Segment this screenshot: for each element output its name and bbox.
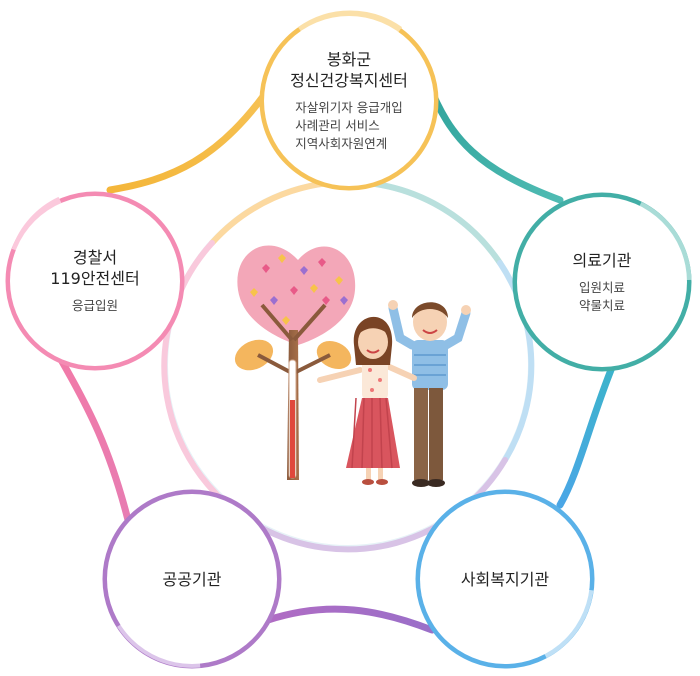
heart-tree-illustration	[234, 245, 356, 480]
node-medical-institution: 의료기관 입원치료 약물치료	[517, 197, 687, 367]
node-police-119: 경찰서 119안전센터 응급입원	[10, 196, 180, 366]
node-description: 입원치료 약물치료	[578, 279, 625, 313]
connector-bottom	[264, 605, 436, 634]
connector-right-bottomright	[556, 356, 619, 509]
node-social-welfare-institution: 사회복지기관	[420, 494, 590, 664]
node-public-institution: 공공기관	[107, 494, 277, 664]
node-description: 자살위기자 응급개입 사례관리 서비스 지역사회자원연계	[295, 100, 403, 151]
node-title: 경찰서 119안전센터	[50, 248, 140, 288]
connector-top-right	[424, 78, 564, 204]
node-title: 공공기관	[162, 569, 222, 589]
node-mental-health-center: 봉화군 정신건강복지센터 자살위기자 응급개입 사례관리 서비스 지역사회자원연…	[264, 16, 434, 186]
node-title: 봉화군 정신건강복지센터	[290, 50, 408, 90]
node-title: 의료기관	[572, 250, 632, 270]
center-arc-bottom	[257, 457, 508, 553]
connector-left-top	[106, 80, 276, 194]
connector-left-bottomleft	[56, 354, 132, 524]
node-title: 사회복지기관	[460, 569, 550, 589]
couple-illustration	[317, 300, 471, 487]
node-description: 응급입원	[71, 298, 118, 313]
